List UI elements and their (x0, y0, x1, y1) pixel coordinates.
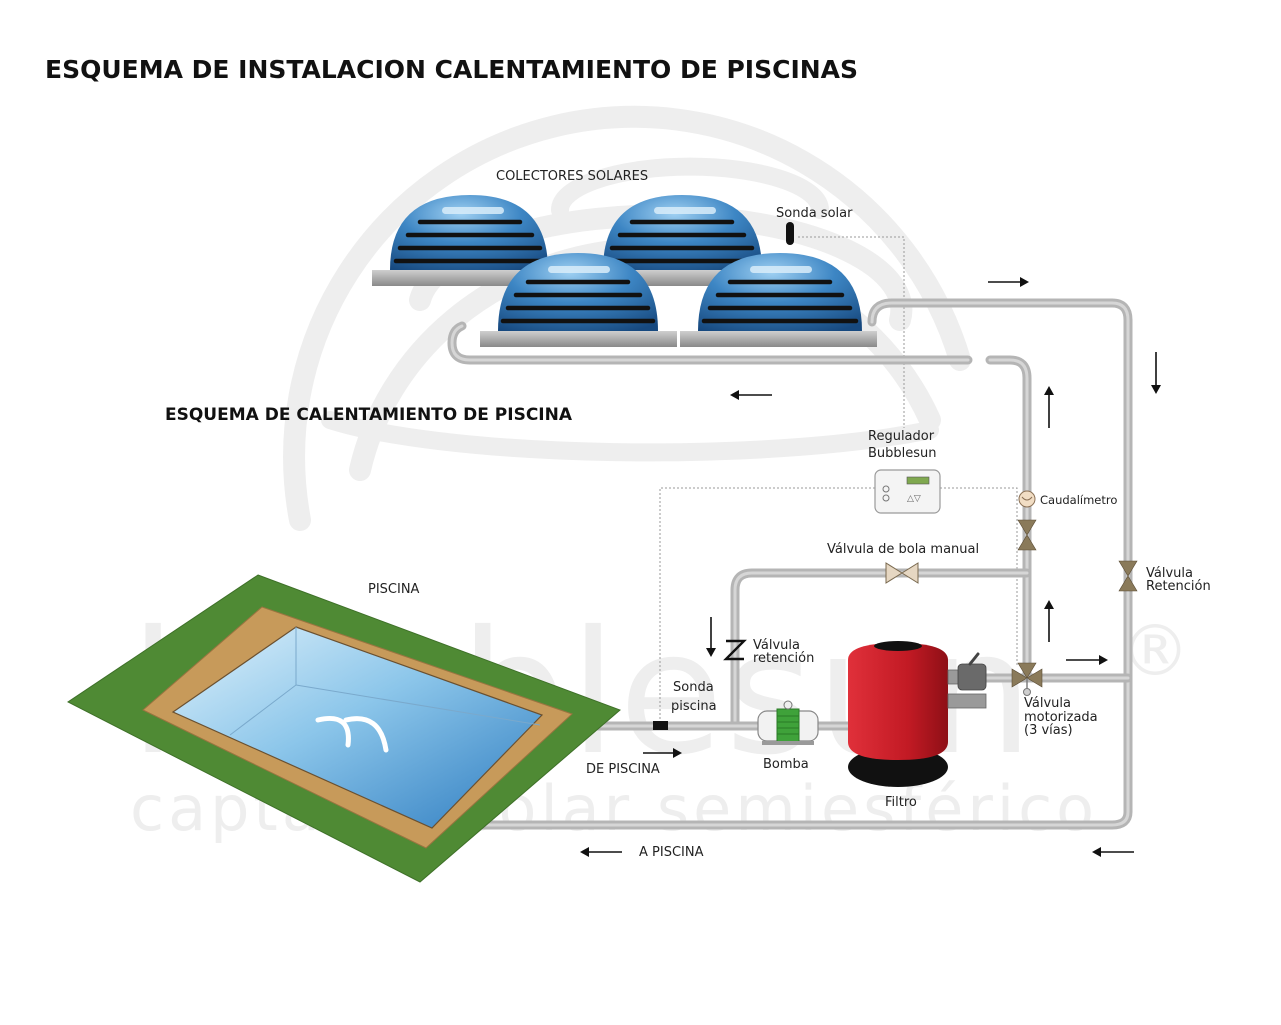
label-sonda-piscina-1: Sonda (673, 680, 714, 695)
pool-sensor-icon (653, 721, 668, 730)
label-caudalimetro: Caudalímetro (1040, 493, 1117, 507)
page-title: ESQUEMA DE INSTALACION CALENTAMIENTO DE … (45, 55, 858, 84)
flow-arrows (580, 277, 1161, 857)
label-bomba: Bomba (763, 757, 809, 772)
arrow-left-icon (730, 390, 772, 400)
regulator-icon: △▽ (874, 469, 941, 514)
motorized-valve-icon (1011, 662, 1043, 696)
ball-valve-icon (885, 562, 919, 584)
solar-collector (680, 253, 877, 347)
label-filtro: Filtro (885, 795, 917, 810)
svg-text:△▽: △▽ (907, 494, 921, 504)
label-valvula-ret-r1: Válvula (1146, 566, 1193, 581)
solar-collector (480, 253, 677, 347)
label-valvula-mot-1: Válvula (1024, 696, 1071, 711)
label-valvula-ret-r2: Retención (1146, 579, 1211, 594)
pool-illustration (67, 574, 621, 883)
label-a-piscina: A PISCINA (639, 845, 704, 860)
arrow-left-icon (580, 847, 622, 857)
valve-icon (1017, 519, 1037, 551)
label-valvula-mot-2: motorizada (1024, 710, 1098, 725)
check-valve-z-icon (723, 639, 747, 661)
solar-collectors (372, 195, 877, 347)
label-de-piscina: DE PISCINA (586, 762, 660, 777)
arrow-right-icon (988, 277, 1029, 287)
solar-sensor-icon (786, 222, 794, 245)
arrow-up-icon (1044, 600, 1054, 642)
label-valvula-mot-3: (3 vías) (1024, 723, 1073, 738)
check-valve-icon (1118, 560, 1138, 592)
arrow-down-icon (706, 617, 716, 657)
label-valvula-ret-l1: Válvula (753, 638, 800, 653)
label-regulador-1: Regulador (868, 429, 935, 444)
arrow-right-icon (643, 748, 682, 758)
solar-collector (372, 195, 557, 286)
label-valvula-ret-l2: retención (753, 651, 814, 666)
label-sonda-piscina-2: piscina (671, 699, 717, 714)
label-colectores: COLECTORES SOLARES (496, 169, 648, 184)
section-subtitle: ESQUEMA DE CALENTAMIENTO DE PISCINA (165, 405, 573, 425)
arrow-left-icon (1092, 847, 1134, 857)
pump-icon (757, 700, 819, 745)
arrow-down-icon (1151, 352, 1161, 394)
label-valvula-bola: Válvula de bola manual (827, 542, 979, 557)
flowmeter-icon (1018, 490, 1036, 508)
arrow-right-icon (1066, 655, 1108, 665)
label-piscina: PISCINA (368, 582, 420, 597)
arrow-up-icon (1044, 386, 1054, 428)
label-regulador-2: Bubblesun (868, 446, 937, 461)
label-sonda-solar: Sonda solar (776, 206, 853, 221)
filter-icon (848, 641, 987, 787)
